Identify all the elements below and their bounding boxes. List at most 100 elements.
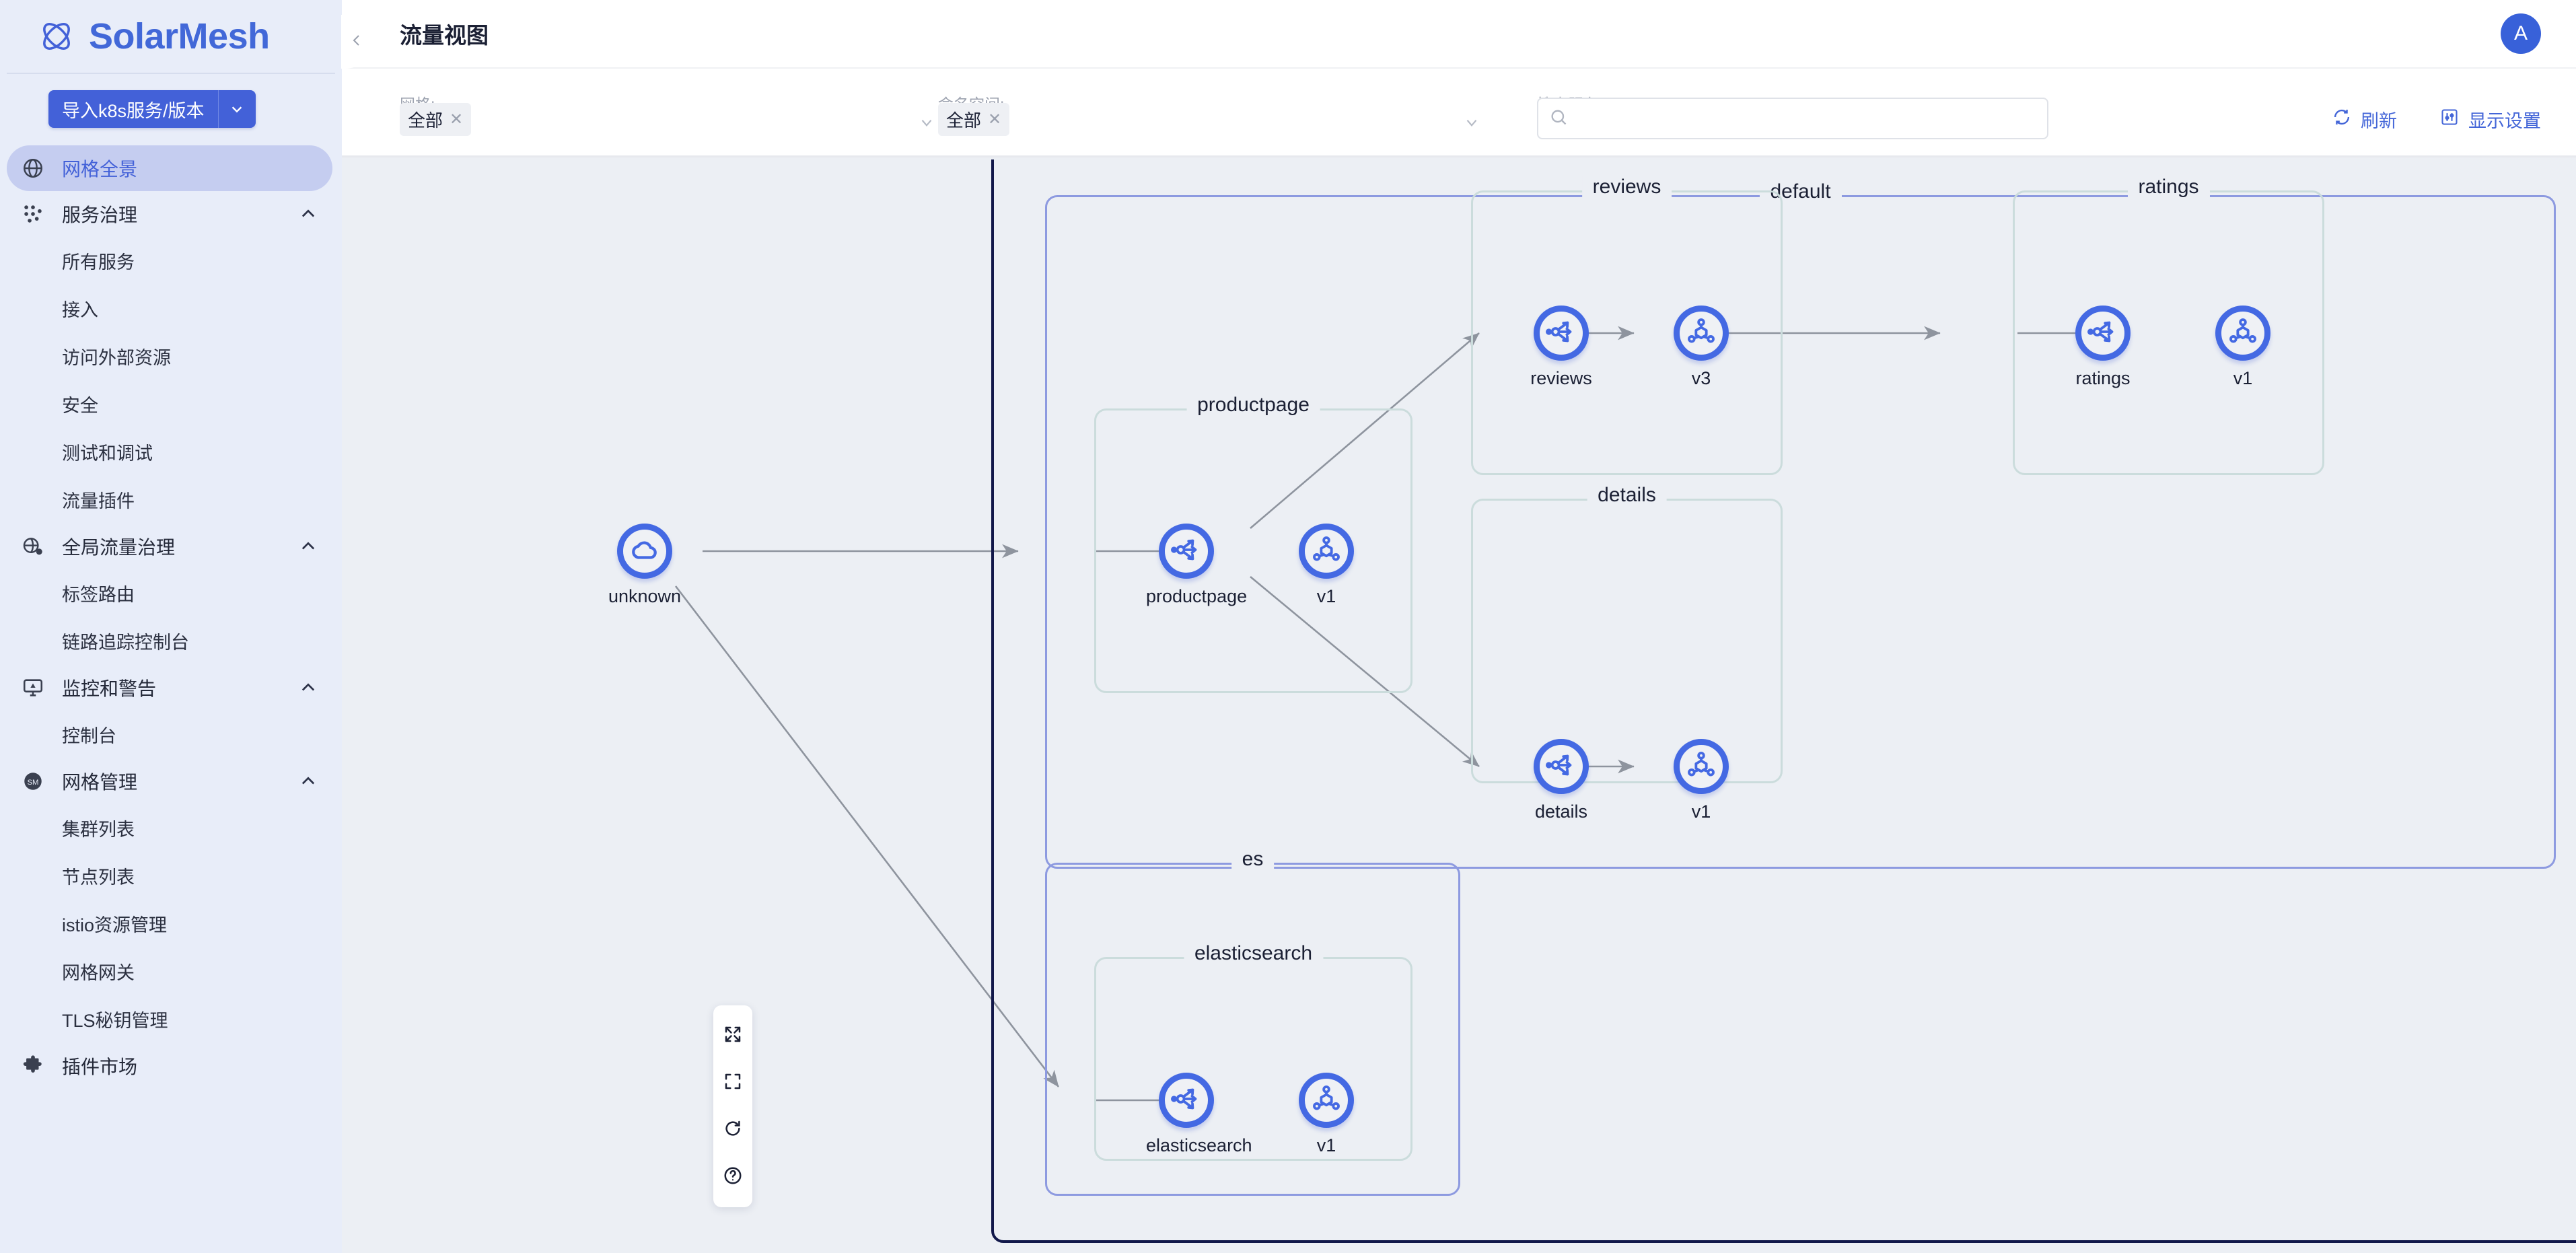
node-label: reviews	[1530, 368, 1592, 388]
service-group-details[interactable]: details	[1471, 484, 1783, 783]
search-input[interactable]	[1575, 108, 2036, 129]
node-circle[interactable]	[1674, 306, 1729, 361]
page-title: 流量视图	[400, 23, 489, 48]
chevron-up-icon[interactable]	[299, 678, 318, 697]
avatar[interactable]: A	[2501, 13, 2541, 54]
refresh-button[interactable]: 刷新	[2332, 106, 2397, 133]
node-circle[interactable]	[2075, 306, 2131, 361]
sidebar-item-node-list[interactable]: 节点列表	[62, 867, 135, 888]
namespace-select[interactable]: 全部 ✕	[938, 100, 1456, 138]
help-button[interactable]	[713, 1153, 752, 1201]
service-mesh-dots-icon	[19, 203, 47, 225]
service-group-label: reviews	[1581, 176, 1672, 199]
graph-node-elasticsearch-service[interactable]: elasticsearch	[1146, 1073, 1252, 1156]
graph-node-ratings-service[interactable]: ratings	[2063, 306, 2143, 389]
graph-node-reviews-v3[interactable]: v3	[1661, 306, 1742, 389]
graph-node-elasticsearch-v1[interactable]: v1	[1286, 1073, 1367, 1156]
sidebar-item-ingress[interactable]: 接入	[62, 300, 98, 320]
expand-arrows-button[interactable]	[713, 1012, 752, 1059]
close-x-icon[interactable]: ✕	[988, 110, 1002, 129]
sidebar-item-label: 插件市场	[62, 1057, 138, 1077]
globe-icon	[19, 157, 47, 180]
display-settings-label: 显示设置	[2468, 111, 2541, 131]
node-label: productpage	[1146, 586, 1248, 606]
graph-node-unknown[interactable]: unknown	[604, 524, 685, 607]
service-group-elasticsearch[interactable]: elasticsearch	[1094, 942, 1412, 1161]
chevron-up-icon[interactable]	[299, 205, 318, 223]
node-circle[interactable]	[1674, 739, 1729, 794]
cluster-group-cluster01[interactable]: cluster01	[991, 159, 2576, 1243]
namespace-group-es[interactable]: es	[1045, 848, 1460, 1196]
close-x-icon[interactable]: ✕	[450, 110, 464, 129]
mesh-selected-chip[interactable]: 全部 ✕	[400, 102, 472, 136]
node-circle[interactable]	[617, 524, 672, 579]
sidebar-item-all-services[interactable]: 所有服务	[62, 252, 135, 273]
sidebar-item-istio-resources[interactable]: istio资源管理	[62, 915, 168, 935]
chevron-left-icon	[349, 32, 365, 52]
node-circle[interactable]	[1534, 739, 1589, 794]
filter-bar: 网格: 全部 ✕ 命名空间: 全部 ✕	[342, 69, 2576, 157]
sidebar-group-monitoring-alerts[interactable]: 监控和警告	[0, 665, 342, 711]
graph-node-details-v1[interactable]: v1	[1661, 739, 1742, 822]
node-circle[interactable]	[1159, 1073, 1214, 1128]
sidebar-group-label: 网格管理	[62, 772, 138, 793]
chevron-up-icon[interactable]	[299, 537, 318, 556]
graph-node-productpage-v1[interactable]: v1	[1286, 524, 1367, 607]
display-settings-button[interactable]: 显示设置	[2440, 106, 2541, 133]
node-label: v3	[1691, 368, 1711, 388]
traffic-graph-canvas[interactable]: cluster01 default es productpage reviews	[342, 159, 2576, 1253]
node-circle[interactable]	[1299, 524, 1354, 579]
namespace-selected-chip[interactable]: 全部 ✕	[938, 102, 1010, 136]
sidebar-nav: 网格全景 服务治理 所有服务 接入 访问外部资源 安全 测试和调试 流量插件	[0, 145, 342, 1089]
main-content: 流量视图 A 网格: 全部 ✕ 命名空间:	[341, 0, 2576, 1253]
sidebar-group-label: 监控和警告	[62, 678, 157, 699]
service-group-ratings[interactable]: ratings	[2013, 176, 2324, 475]
workload-hex-icon	[1686, 316, 1717, 351]
fit-screen-button[interactable]	[713, 1059, 752, 1106]
sidebar-group-label: 服务治理	[62, 205, 138, 225]
sidebar-item-trace-console[interactable]: 链路追踪控制台	[62, 633, 189, 653]
graph-node-details-service[interactable]: details	[1521, 739, 1602, 822]
graph-node-reviews-service[interactable]: reviews	[1521, 306, 1602, 389]
service-fanout-icon	[1546, 750, 1577, 784]
sidebar-item-plugin-market[interactable]: 插件市场	[0, 1043, 342, 1089]
node-circle[interactable]	[1159, 524, 1214, 579]
node-circle[interactable]	[1299, 1073, 1354, 1128]
reload-button[interactable]	[713, 1106, 752, 1153]
sidebar-item-console[interactable]: 控制台	[62, 726, 116, 746]
graph-node-ratings-v1[interactable]: v1	[2203, 306, 2283, 389]
monitor-alert-icon	[19, 676, 47, 699]
cloud-icon	[629, 534, 660, 569]
chevron-down-icon[interactable]	[1463, 114, 1480, 131]
node-circle[interactable]	[1534, 306, 1589, 361]
sidebar-group-service-governance[interactable]: 服务治理	[0, 191, 342, 237]
node-label: v1	[1316, 586, 1336, 606]
service-fanout-icon	[2087, 316, 2118, 351]
graph-node-productpage-service[interactable]: productpage	[1146, 524, 1248, 607]
sidebar-item-cluster-list[interactable]: 集群列表	[62, 820, 135, 840]
sidebar-item-traffic-plugins[interactable]: 流量插件	[62, 491, 135, 511]
sidebar-item-label-routing[interactable]: 标签路由	[62, 585, 135, 605]
chevron-down-icon[interactable]	[918, 114, 935, 131]
sidebar-item-security[interactable]: 安全	[62, 396, 98, 416]
sliders-settings-icon	[2440, 108, 2459, 131]
service-group-label: elasticsearch	[1183, 942, 1324, 965]
import-button-wrap: 导入k8s服务/版本	[0, 74, 342, 145]
search-box[interactable]	[1537, 98, 2048, 139]
import-k8s-service-button[interactable]: 导入k8s服务/版本	[48, 90, 256, 128]
sidebar-item-mesh-gateway[interactable]: 网格网关	[62, 963, 135, 983]
service-group-reviews[interactable]: reviews	[1471, 176, 1783, 475]
chevron-down-icon[interactable]	[217, 90, 256, 128]
sidebar-item-external-resources[interactable]: 访问外部资源	[62, 348, 171, 368]
sidebar-item-mesh-overview[interactable]: 网格全景	[7, 145, 332, 191]
mesh-select[interactable]: 全部 ✕	[400, 100, 911, 138]
refresh-icon	[2332, 108, 2351, 131]
node-label: elasticsearch	[1146, 1135, 1252, 1155]
sidebar-item-tls-keys[interactable]: TLS秘钥管理	[62, 1011, 168, 1031]
sidebar-group-global-traffic[interactable]: 全局流量治理	[0, 524, 342, 569]
node-circle[interactable]	[2215, 306, 2270, 361]
sidebar-group-mesh-management[interactable]: SM 网格管理	[0, 758, 342, 804]
sidebar-item-test-debug[interactable]: 测试和调试	[62, 443, 153, 464]
service-group-productpage[interactable]: productpage	[1094, 394, 1412, 693]
chevron-up-icon[interactable]	[299, 772, 318, 791]
